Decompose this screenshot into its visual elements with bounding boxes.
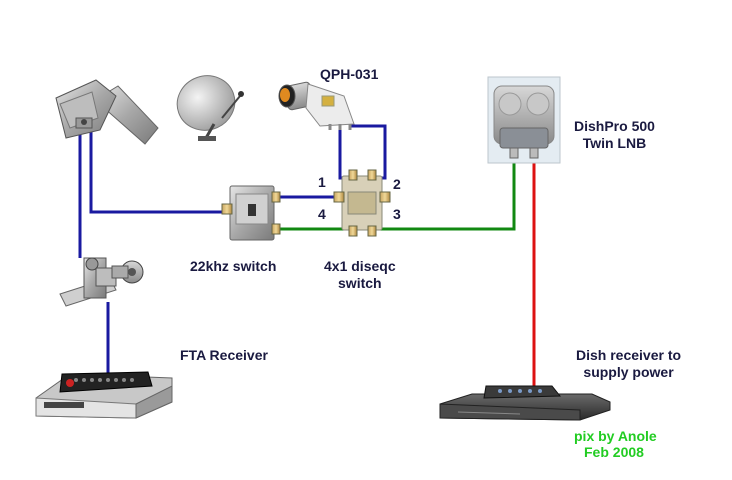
diseqc-switch-label: 4x1 diseqc switch	[324, 258, 396, 292]
22khz-switch-label: 22khz switch	[190, 258, 277, 274]
satellite-lnb-icon	[55, 79, 159, 145]
cables	[78, 124, 536, 398]
port-1-label: 1	[318, 174, 326, 190]
cable-lnb-to-22khz	[89, 128, 234, 214]
fta-receiver-icon	[35, 371, 173, 419]
dishpro-twin-lnb-icon	[487, 76, 561, 164]
dishpro-label-line1: DishPro 500	[574, 118, 655, 134]
fta-receiver-label: FTA Receiver	[180, 347, 268, 363]
dish-receiver-label-line1: Dish receiver to	[576, 347, 682, 363]
22khz-switch-icon	[221, 185, 281, 241]
diseqc-label-line1: 4x1 diseqc	[324, 258, 396, 274]
credit-line1: pix by Anole	[574, 428, 657, 444]
dishpro-label-line2: Twin LNB	[582, 135, 647, 151]
qph-lnb-icon	[278, 81, 355, 130]
qph-label: QPH-031	[320, 66, 379, 82]
dish-receiver-icon	[439, 385, 611, 421]
port-4-label: 4	[318, 206, 326, 222]
dish-receiver-label: Dish receiver to supply power	[576, 347, 681, 381]
dishpro-label: DishPro 500 Twin LNB	[574, 118, 655, 152]
diseqc-switch-icon	[333, 169, 391, 237]
port-3-label: 3	[393, 206, 401, 222]
credit-line2: Feb 2008	[584, 444, 644, 460]
satellite-dish-icon	[176, 75, 244, 141]
port-2-label: 2	[393, 176, 401, 192]
diseqc-label-line2: switch	[338, 275, 382, 291]
dish-receiver-label-line2: supply power	[583, 364, 674, 380]
pole-mount-icon	[59, 257, 144, 307]
